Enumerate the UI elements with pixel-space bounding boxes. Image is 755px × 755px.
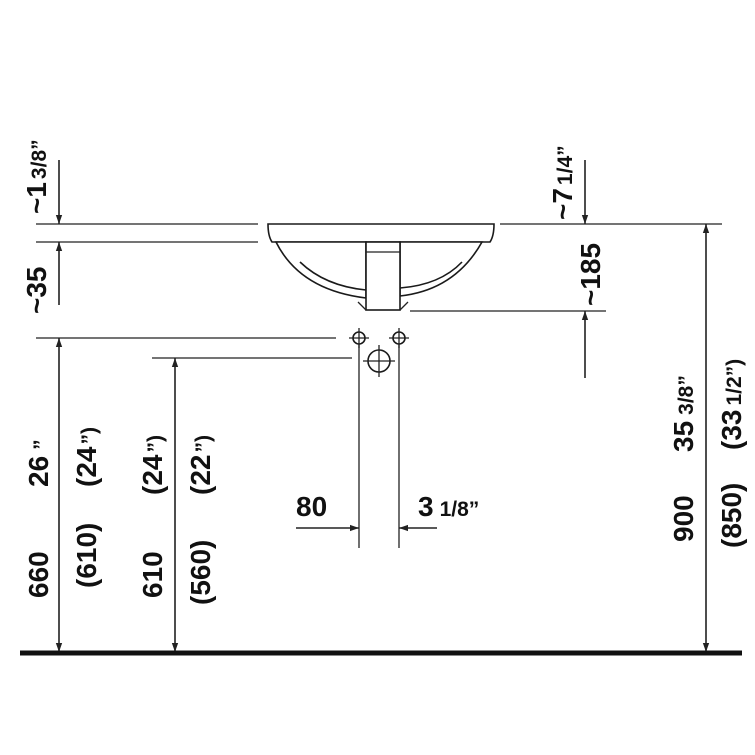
top-offset-label: ~13/8” [21, 139, 52, 214]
drain-height-alt-in-label: (22”) [185, 435, 216, 495]
rim-to-floor-alt-mm-label: (850) [716, 483, 747, 548]
drain-offset-mm-label: 80 [296, 491, 327, 522]
drain-outlet-icon [363, 345, 395, 377]
rim-height-label: ~35 [21, 267, 52, 315]
supply-height-mm-label: 660 [23, 551, 54, 598]
basin-depth-mm-label: ~185 [575, 243, 606, 306]
rim-to-floor-alt-in-label: (331/2”) [716, 359, 747, 450]
supply-height-in-label: 26” [23, 439, 54, 487]
drain-height-alt-mm-label: (560) [185, 540, 216, 605]
basin-depth-in-label: ~71/4” [547, 145, 578, 220]
drain-height-in-label: (24”) [137, 435, 168, 495]
drain-height-mm-label: 610 [137, 551, 168, 598]
rim-to-floor-mm-label: 900 [668, 495, 699, 542]
supply-height-alt-in-label: (24”) [71, 427, 102, 487]
supply-height-alt-mm-label: (610) [71, 523, 102, 588]
sink-outline [267, 223, 495, 299]
rim-to-floor-in-label: 353/8” [668, 375, 699, 452]
drain-tailpiece [357, 241, 409, 311]
